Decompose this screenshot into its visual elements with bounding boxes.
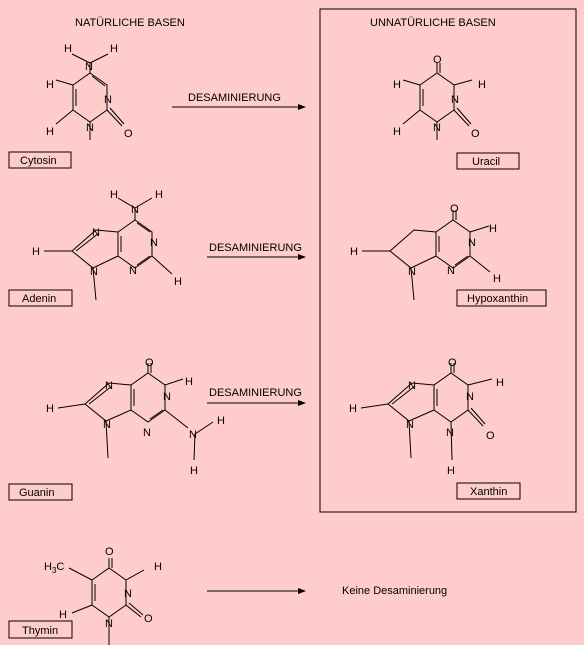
atom-h: H: [174, 276, 182, 288]
unnatural-bases-frame: [319, 8, 577, 513]
name-box-guanin: [8, 483, 73, 501]
atom-n: N: [129, 265, 137, 277]
atom-n: N: [92, 227, 100, 239]
label-desaminierung-1: DESAMINIERUNG: [188, 92, 281, 104]
atom-n: N: [447, 265, 455, 277]
label-xanthin: Xanthin: [470, 486, 507, 498]
atom-h: H: [217, 415, 225, 427]
atom-o: O: [144, 613, 153, 625]
atom-n: N: [90, 266, 98, 278]
thymin-structure: [68, 558, 145, 645]
label-keine-desaminierung: Keine Desaminierung: [342, 585, 447, 597]
label-adenin: Adenin: [22, 293, 56, 305]
atom-o: O: [471, 128, 480, 140]
atom-n: N: [105, 380, 113, 392]
atom-h: H: [447, 465, 455, 477]
atom-h: H: [190, 465, 198, 477]
atom-h: H: [393, 79, 401, 91]
atom-n: N: [104, 94, 112, 106]
atom-h: H: [64, 43, 72, 55]
name-box-xanthin: [456, 482, 521, 500]
name-box-uracil: [456, 152, 520, 170]
atom-h: H: [32, 246, 40, 258]
atom-n: N: [466, 391, 474, 403]
atom-h: H: [489, 223, 497, 235]
atom-h3c: H3C: [44, 561, 64, 575]
atom-n: N: [85, 61, 93, 73]
atom-n: N: [163, 391, 171, 403]
atom-h: H: [154, 561, 162, 573]
atom-h: H: [350, 246, 358, 258]
atom-o: O: [105, 546, 114, 558]
atom-n: N: [86, 122, 94, 134]
atom-h: H: [185, 376, 193, 388]
atom-o: O: [486, 430, 495, 442]
atom-n: N: [408, 380, 416, 392]
atom-n: N: [446, 427, 454, 439]
atom-h: H: [349, 403, 357, 415]
atom-o: O: [433, 54, 442, 66]
label-thymin: Thymin: [22, 625, 58, 637]
atom-h: H: [493, 273, 501, 285]
atom-h: H: [110, 189, 118, 201]
atom-h: H: [155, 189, 163, 201]
atom-n: N: [408, 266, 416, 278]
atom-n: N: [103, 419, 111, 431]
atom-h: H: [46, 403, 54, 415]
atom-o: O: [145, 357, 154, 369]
adenin-structure: [44, 197, 173, 301]
label-cytosin: Cytosin: [20, 155, 57, 167]
label-hypoxanthin: Hypoxanthin: [467, 293, 528, 305]
label-desaminierung-2: DESAMINIERUNG: [209, 242, 302, 254]
atom-o: O: [124, 128, 133, 140]
cytosin-structure: [55, 53, 125, 140]
label-uracil: Uracil: [472, 156, 500, 168]
header-natural-bases: NATÜRLICHE BASEN: [75, 17, 185, 29]
atom-n: N: [150, 237, 158, 249]
atom-n: N: [433, 122, 441, 134]
header-unnatural-bases: UNNATÜRLICHE BASEN: [370, 17, 496, 29]
name-box-adenin: [8, 289, 73, 307]
atom-o: O: [450, 203, 459, 215]
atom-h: H: [478, 79, 486, 91]
name-box-cytosin: [8, 151, 72, 169]
atom-n: N: [124, 588, 132, 600]
atom-h: H: [393, 126, 401, 138]
hypoxanthin-structure: [362, 210, 491, 301]
atom-h: H: [46, 126, 54, 138]
atom-n: N: [143, 427, 151, 439]
atom-n: N: [406, 419, 414, 431]
label-guanin: Guanin: [19, 487, 54, 499]
atom-n: N: [189, 429, 197, 441]
atom-n: N: [451, 94, 459, 106]
atom-n: N: [105, 618, 113, 630]
atom-n: N: [468, 237, 476, 249]
guanin-structure: [57, 363, 214, 461]
atom-h: H: [496, 377, 504, 389]
xanthin-structure: [360, 363, 493, 461]
atom-h: H: [46, 79, 54, 91]
atom-n: N: [131, 204, 139, 216]
atom-h: H: [110, 43, 118, 55]
label-desaminierung-3: DESAMINIERUNG: [209, 387, 302, 399]
atom-o: O: [448, 357, 457, 369]
uracil-structure: [402, 63, 473, 140]
atom-h: H: [59, 609, 67, 621]
name-box-hypoxanthin: [456, 289, 547, 307]
name-box-thymin: [8, 620, 73, 639]
